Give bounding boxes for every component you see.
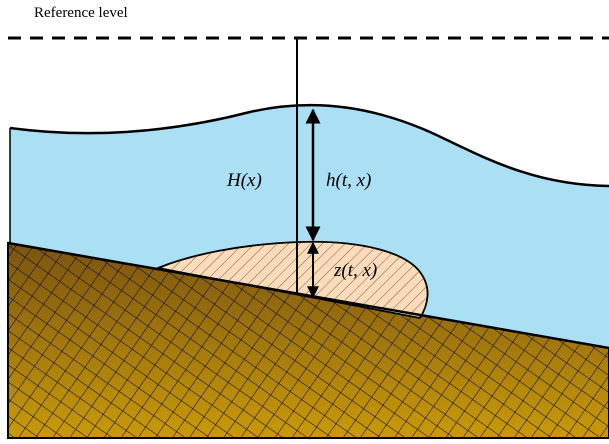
h-label: h(t, x)	[326, 170, 371, 191]
reference-level-label: Reference level	[34, 5, 128, 21]
sediment-hatch	[154, 240, 429, 320]
H-label: H(x)	[226, 170, 262, 191]
z-label: z(t, x)	[333, 260, 377, 281]
water-surface	[9, 103, 609, 188]
